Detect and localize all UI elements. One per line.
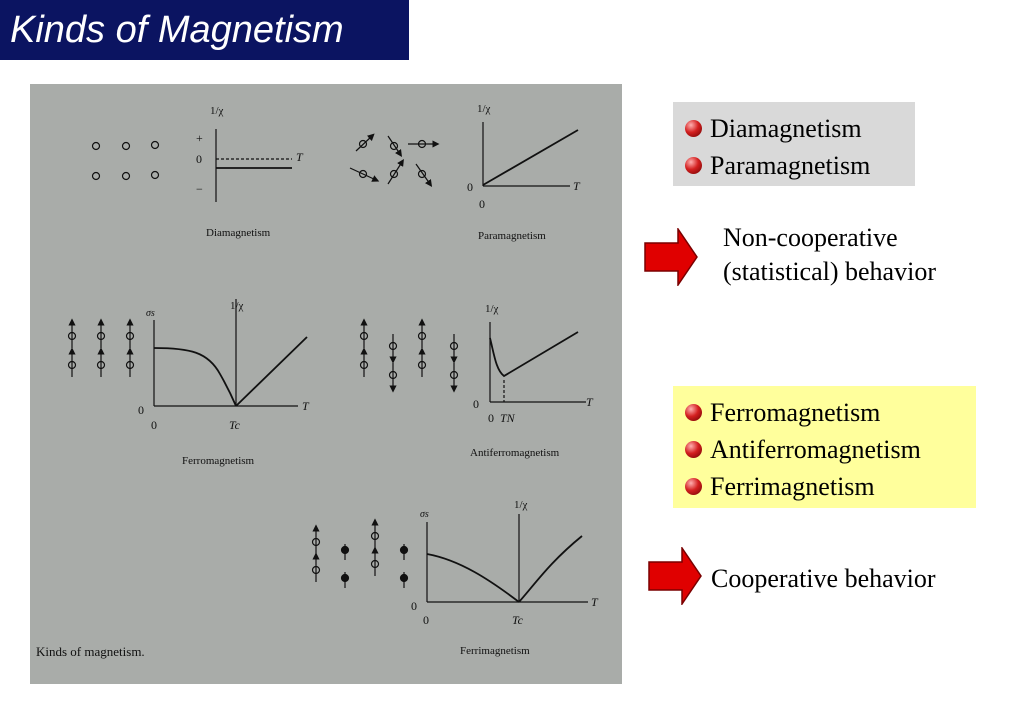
- ferrimagnetism-magnetization-curve: [426, 553, 520, 603]
- noncooperative-behavior-note: Non-cooperative (statistical) behavior: [723, 221, 936, 289]
- red-bullet-icon: [685, 120, 702, 137]
- ferromagnetism-inv-chi-label: 1/χ: [230, 300, 244, 312]
- list-item-ferromagnetism: Ferromagnetism: [685, 394, 966, 431]
- paramagnetism-curve: [482, 129, 579, 186]
- ferromagnetism-x-zero-label: 0: [151, 418, 157, 432]
- ferrimagnetism-sigma-label: σs: [420, 509, 429, 520]
- antiferromagnetism-x-axis-label: T: [586, 395, 594, 409]
- paramagnetism-y-axis-label: 1/χ: [477, 103, 491, 115]
- paramagnetism-panel: [349, 122, 579, 187]
- list-item-label: Ferromagnetism: [710, 398, 881, 427]
- ferrimagnetism-tc-label: Tc: [512, 613, 524, 627]
- antiferromagnetism-origin-label: 0: [473, 397, 479, 411]
- ferrimagnetism-x-axis-label: T: [591, 595, 599, 609]
- ferromagnetism-aligned-moments: [67, 318, 135, 377]
- magnetism-figure-photo: 1/χ + 0 − T Diamagnetism 1/χ 0 0 T Param…: [30, 84, 622, 684]
- noncooperative-note-line1: Non-cooperative: [723, 223, 898, 252]
- right-arrow-icon-cooperative: [648, 547, 702, 605]
- diamagnetism-atoms: [91, 140, 160, 181]
- slide-title: Kinds of Magnetism: [0, 0, 409, 60]
- diamagnetism-y-axis-label: 1/χ: [210, 105, 224, 117]
- ferrimagnetism-inv-chi-label: 1/χ: [514, 499, 528, 511]
- ferromagnetism-sigma-label: σs: [146, 308, 155, 319]
- ferrimagnetism-label: Ferrimagnetism: [460, 645, 530, 657]
- cooperative-behavior-note: Cooperative behavior: [711, 564, 936, 593]
- red-bullet-icon: [685, 441, 702, 458]
- antiferromagnetism-curve: [489, 331, 579, 378]
- ferrimagnetism-x-zero-label: 0: [423, 613, 429, 627]
- antiferromagnetism-y-axis-label: 1/χ: [485, 303, 499, 315]
- antiferromagnetism-label: Antiferromagnetism: [470, 447, 560, 459]
- figure-caption: Kinds of magnetism.: [36, 644, 145, 659]
- paramagnetism-x-axis-label: T: [573, 179, 581, 193]
- list-item-label: Diamagnetism: [710, 114, 862, 143]
- ferrimagnetism-origin-label: 0: [411, 599, 417, 613]
- antiferromagnetism-panel: [359, 318, 586, 403]
- red-bullet-icon: [685, 478, 702, 495]
- paramagnetism-random-moments: [349, 133, 440, 187]
- noncooperative-note-line2: (statistical) behavior: [723, 257, 936, 286]
- red-bullet-icon: [685, 404, 702, 421]
- ferromagnetism-panel: [67, 299, 308, 407]
- ferromagnetism-magnetization-curve: [153, 347, 237, 407]
- list-item-label: Ferrimagnetism: [710, 472, 875, 501]
- red-bullet-icon: [685, 157, 702, 174]
- paramagnetism-label: Paramagnetism: [478, 230, 546, 242]
- ferromagnetism-x-axis-label: T: [302, 399, 310, 413]
- antiferromagnetism-tn-label: TN: [500, 411, 516, 425]
- paramagnetism-x-zero-label: 0: [479, 197, 485, 211]
- ferromagnetism-inverse-susceptibility: [235, 336, 308, 407]
- right-arrow-icon-noncooperative: [644, 228, 698, 286]
- list-item-paramagnetism: Paramagnetism: [685, 147, 905, 184]
- cooperative-list-box: Ferromagnetism Antiferromagnetism Ferrim…: [673, 386, 976, 508]
- ferromagnetism-tc-label: Tc: [229, 418, 241, 432]
- paramagnetism-origin-label: 0: [467, 180, 473, 194]
- antiferromagnetism-x-zero-label: 0: [488, 411, 494, 425]
- ferrimagnetism-unequal-moments: [311, 518, 409, 588]
- noncooperative-list-box: Diamagnetism Paramagnetism: [673, 102, 915, 186]
- list-item-label: Paramagnetism: [710, 151, 871, 180]
- ferrimagnetism-inverse-susceptibility: [518, 535, 583, 603]
- diamagnetism-minus-label: −: [196, 182, 203, 196]
- diamagnetism-panel: [91, 129, 292, 202]
- figure-background: [30, 84, 622, 684]
- list-item-label: Antiferromagnetism: [710, 435, 921, 464]
- diamagnetism-plus-label: +: [196, 131, 203, 145]
- ferrimagnetism-panel: [311, 514, 588, 603]
- diamagnetism-x-axis-label: T: [296, 150, 304, 164]
- list-item-ferrimagnetism: Ferrimagnetism: [685, 468, 966, 505]
- ferromagnetism-origin-label: 0: [138, 403, 144, 417]
- diamagnetism-label: Diamagnetism: [206, 227, 271, 239]
- antiferromagnetism-antiparallel-moments: [359, 318, 459, 393]
- list-item-antiferromagnetism: Antiferromagnetism: [685, 431, 966, 468]
- ferromagnetism-label: Ferromagnetism: [182, 455, 255, 467]
- list-item-diamagnetism: Diamagnetism: [685, 110, 905, 147]
- diamagnetism-zero-label: 0: [196, 152, 202, 166]
